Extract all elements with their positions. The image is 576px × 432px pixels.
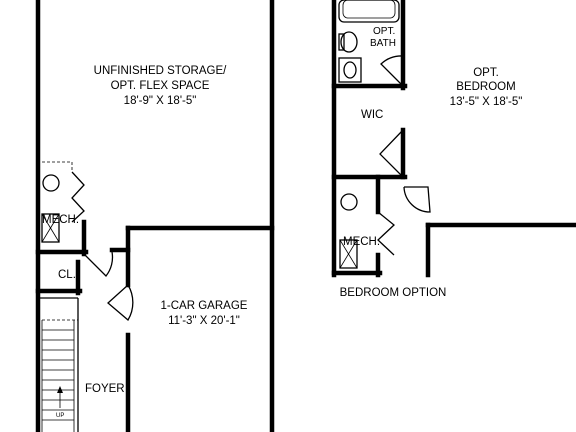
mech-bifold-door	[71, 171, 85, 223]
left-floor-plan: UNFINISHED STORAGE/ OPT. FLEX SPACE 18'-…	[35, 0, 275, 432]
closet-door	[83, 251, 114, 277]
water-heater-r	[339, 239, 358, 269]
bath-door	[380, 55, 404, 87]
wic-label: WIC	[361, 109, 383, 121]
bath-label-line1: OPT.	[373, 26, 395, 37]
water-heater	[41, 213, 60, 243]
bedroom-door	[403, 186, 431, 213]
bedroom-label-line1: OPT.	[473, 67, 499, 79]
mech-label-r: MECH.	[343, 236, 380, 248]
storage-label-line2: OPT. FLEX SPACE	[111, 80, 210, 92]
right-floor-plan: OPT. BATH WIC OPT. BEDROOM 13'-5" X 18'-…	[331, 0, 576, 299]
foyer-label: FOYER	[85, 383, 125, 395]
furnace-circle-r	[340, 193, 358, 211]
stair-up-label: UP	[56, 413, 64, 419]
garage-entry-door	[107, 284, 134, 321]
vanity	[338, 57, 362, 83]
furnace-circle	[42, 174, 60, 192]
mech-dashed-outline	[42, 161, 73, 172]
mech-label: MECH.	[42, 214, 79, 226]
sink-icon	[343, 61, 357, 79]
wic-door	[379, 129, 404, 178]
stairs	[37, 297, 79, 432]
closet-label: CL.	[58, 269, 76, 281]
stair-up-arrow-icon	[57, 386, 63, 393]
storage-dimensions: 18'-9" X 18'-5"	[124, 95, 197, 107]
bathtub	[338, 0, 400, 23]
bedroom-dimensions: 13'-5" X 18'-5"	[450, 96, 523, 108]
toilet	[340, 31, 358, 53]
garage-dimensions: 11'-3" X 20'-1"	[168, 315, 240, 327]
garage-label: 1-CAR GARAGE	[161, 300, 248, 312]
storage-label-line1: UNFINISHED STORAGE/	[94, 65, 227, 77]
bedroom-option-caption: BEDROOM OPTION	[340, 287, 447, 299]
bedroom-label-line2: BEDROOM	[456, 81, 515, 93]
bath-label-line2: BATH	[370, 38, 396, 49]
mech-bifold-door-r	[377, 211, 395, 256]
